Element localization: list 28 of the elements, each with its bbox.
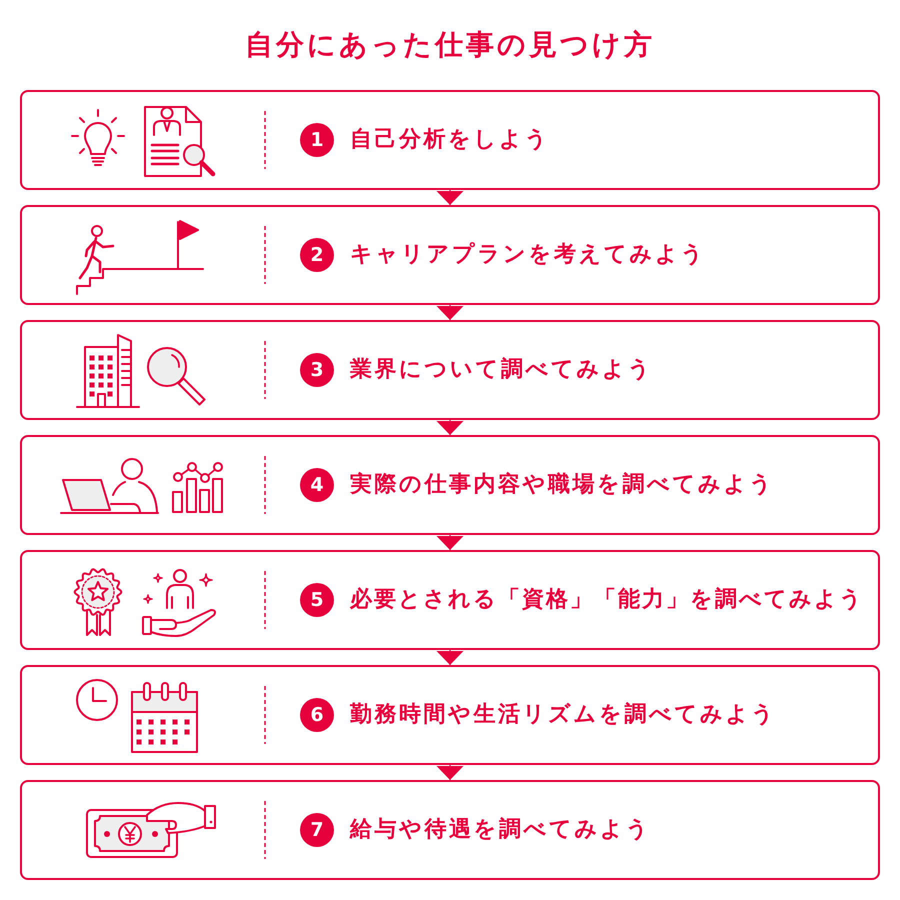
number-circle: 4 [300, 468, 334, 502]
step-box [20, 665, 880, 765]
step-text: 業界について調べてみよう [350, 356, 653, 384]
arrow [436, 534, 464, 550]
number-circle: 5 [300, 583, 334, 617]
arrow [436, 764, 464, 780]
number-circle: 3 [300, 353, 334, 387]
step-box [20, 435, 880, 535]
arrow [436, 650, 464, 666]
step-box [20, 320, 880, 420]
step-text: 実際の仕事内容や職場を調べてみよう [350, 471, 774, 499]
arrow [436, 304, 464, 320]
step-text: 勤務時間や生活リズムを調べてみよう [350, 701, 776, 729]
number-circle: 2 [300, 238, 334, 272]
number-circle: 6 [300, 698, 334, 732]
arrow [436, 420, 464, 436]
title: 自分にあった仕事の見つけ方 [245, 27, 655, 63]
step-text: 自己分析をしよう [350, 126, 550, 154]
arrow [436, 190, 464, 206]
step-box [20, 780, 880, 880]
step-text: キャリアプランを考えてみよう [350, 241, 706, 269]
step-box [20, 205, 880, 305]
step-box [20, 90, 880, 190]
number-circle: 7 [300, 813, 334, 847]
step-text: 必要とされる「資格」「能力」を調べてみよう [350, 586, 864, 614]
step-box [20, 550, 880, 650]
step-text: 給与や待遇を調べてみよう [350, 816, 651, 844]
number-circle: 1 [300, 123, 334, 157]
